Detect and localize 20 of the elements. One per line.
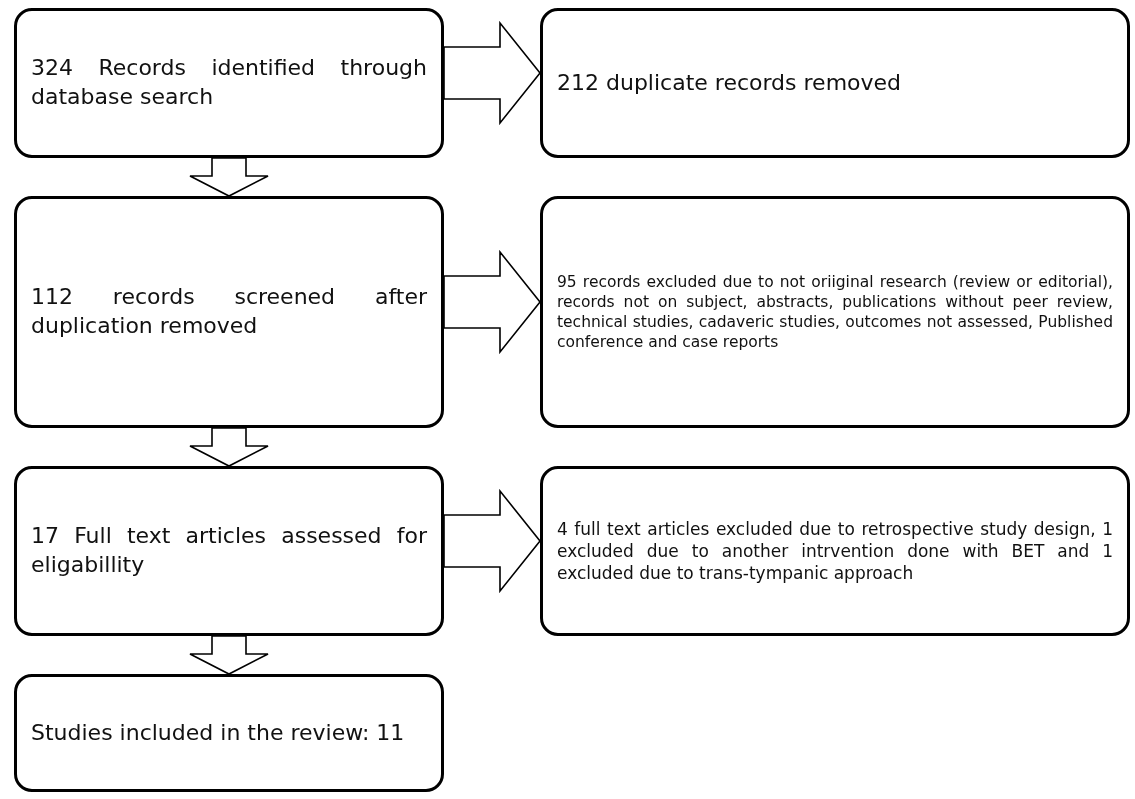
process-box <box>14 466 444 636</box>
box-text: 17 Full text articles assessed for eligabillity <box>31 522 427 579</box>
process-box <box>540 196 1130 428</box>
box-text: 324 Records identified through database search <box>31 54 427 111</box>
box-text: 95 records excluded due to not oriiginal research (review or editorial), records not on subject, abstracts, publications without peer review, technical studies, cadaveric studies, outcomes not assessed, Published conference and case reports <box>557 271 1113 353</box>
process-box <box>14 674 444 792</box>
process-box <box>540 466 1130 636</box>
block-arrow <box>443 249 542 355</box>
block-arrow <box>443 20 542 126</box>
block-arrow <box>443 488 542 594</box>
box-text: 112 records screened after duplication removed <box>31 283 427 340</box>
box-text: Studies included in the review: 11 <box>31 718 406 747</box>
box-text: 4 full text articles excluded due to retrospective study design, 1 excluded due to another intrvention done with BET and 1 excluded due to trans-tympanic approach <box>557 517 1113 585</box>
block-arrow <box>189 635 269 675</box>
process-box <box>540 8 1130 158</box>
block-arrow <box>189 157 269 197</box>
process-box <box>14 8 444 158</box>
process-box <box>14 196 444 428</box>
block-arrow <box>189 427 269 467</box>
box-text: 212 duplicate records removed <box>557 68 903 97</box>
